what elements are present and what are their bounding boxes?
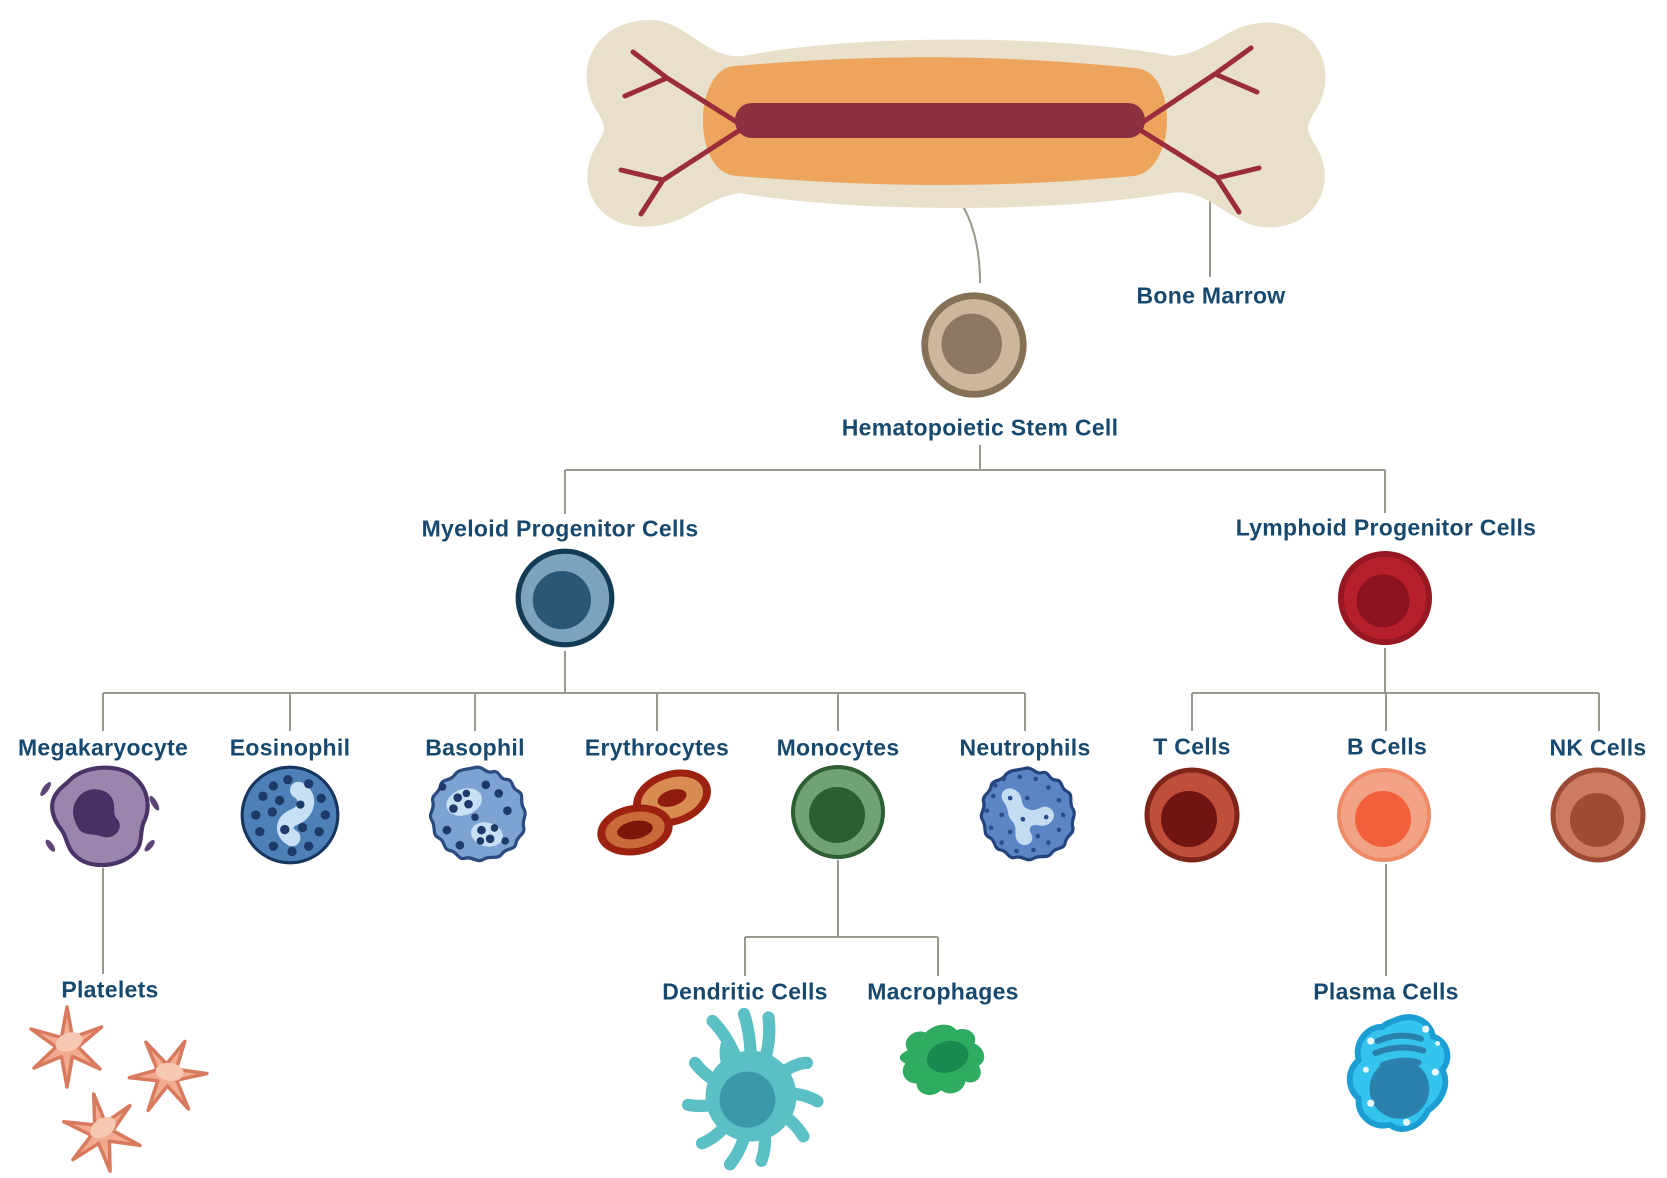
granules (251, 774, 331, 857)
dendritic-cell-icon (681, 1007, 824, 1171)
b-cell-icon (1337, 768, 1431, 862)
label-basophil: Basophil (425, 734, 525, 761)
basophil-icon (428, 765, 527, 863)
macrophage-icon (899, 1024, 985, 1095)
label-hsc: Hematopoietic Stem Cell (841, 414, 1119, 441)
monocytes-icon (791, 765, 885, 859)
red-cell-front (597, 804, 673, 856)
myeloid-progenitor-icon (515, 548, 615, 648)
label-plasma: Plasma Cells (1313, 978, 1459, 1005)
eosinophil-icon (240, 765, 340, 865)
label-eosinophil: Eosinophil (229, 734, 351, 761)
megakaryocyte-icon (40, 765, 160, 868)
label-megakaryocyte: Megakaryocyte (17, 734, 189, 761)
erythrocytes-icon (597, 769, 711, 856)
label-t-cells: T Cells (1153, 733, 1231, 760)
label-neutrophils: Neutrophils (959, 734, 1091, 761)
vesicles (1362, 1025, 1441, 1126)
platelets-icon (29, 1005, 209, 1173)
t-cell-icon (1144, 767, 1240, 863)
granules (438, 780, 512, 850)
bone-illustration (586, 20, 1326, 228)
endoplasmic-reticulum (1372, 1032, 1427, 1068)
label-myeloid: Myeloid Progenitor Cells (421, 515, 699, 542)
label-bone-marrow: Bone Marrow (1136, 282, 1286, 309)
edge-monocytes-children (744, 860, 939, 976)
marrow-canal (735, 103, 1145, 138)
platelet-3 (62, 1092, 142, 1173)
label-macrophages: Macrophages (867, 978, 1019, 1005)
label-monocytes: Monocytes (776, 734, 900, 761)
platelet-fragments (40, 782, 160, 852)
edge-myeloid-children (102, 651, 1026, 731)
plasma-cell-icon (1346, 1014, 1451, 1132)
label-erythrocytes: Erythrocytes (584, 734, 730, 761)
hsc-cell-icon (921, 292, 1027, 398)
platelet-1 (29, 1005, 104, 1089)
label-b-cells: B Cells (1346, 733, 1428, 760)
label-lymphoid: Lymphoid Progenitor Cells (1235, 514, 1537, 541)
label-nk-cells: NK Cells (1549, 734, 1647, 761)
edge-hsc-progenitors (564, 445, 1386, 514)
speckles (984, 774, 1066, 854)
nk-cell-icon (1550, 767, 1646, 863)
label-dendritic: Dendritic Cells (662, 978, 828, 1005)
lymphoid-progenitor-icon (1337, 550, 1433, 646)
platelet-2 (127, 1039, 209, 1113)
edge-lymphoid-children (1191, 648, 1600, 731)
label-platelets: Platelets (61, 976, 159, 1003)
neutrophils-icon (979, 766, 1076, 862)
blood-vessels (618, 45, 1262, 217)
